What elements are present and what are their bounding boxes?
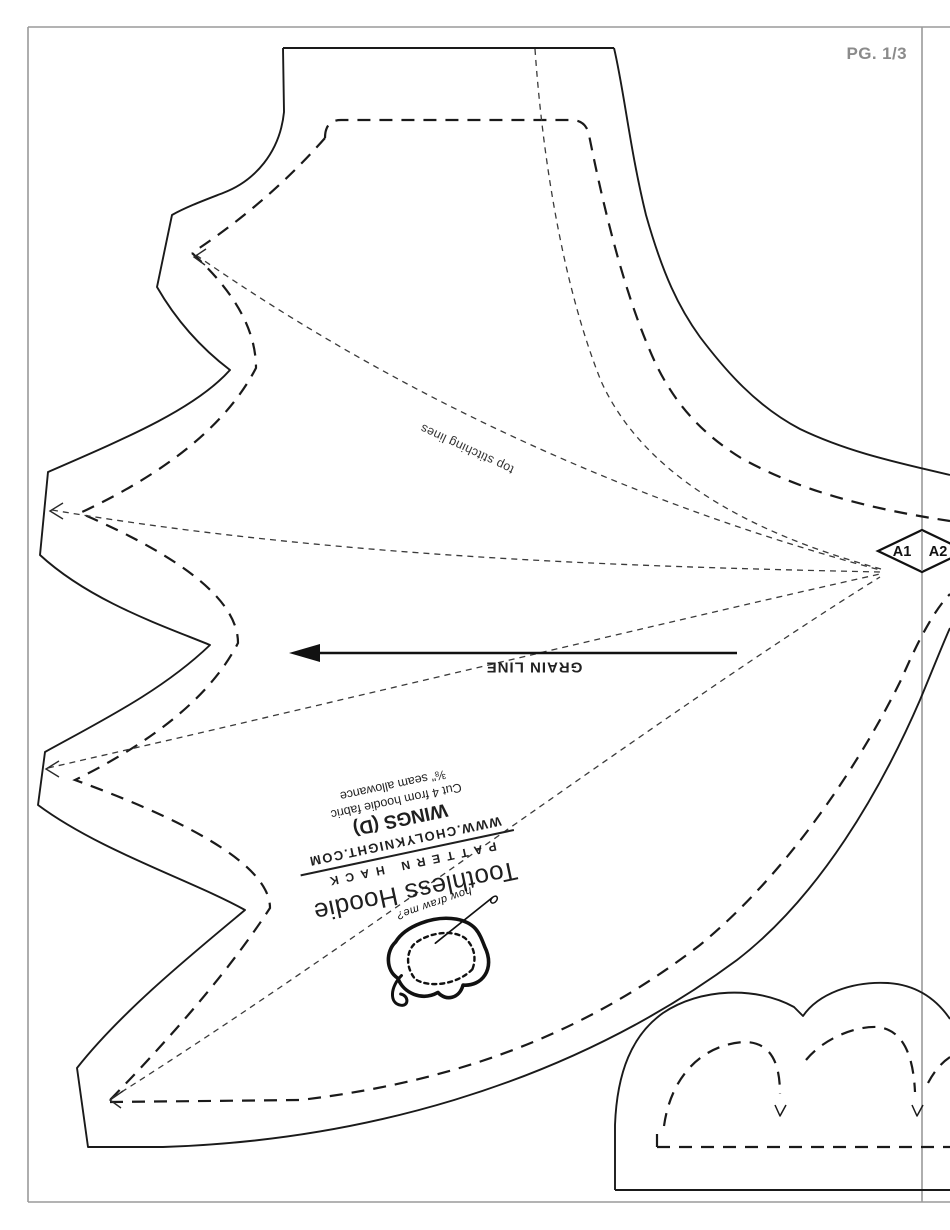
tip4-arrow — [108, 1090, 124, 1109]
doodle-ear-curl — [390, 974, 409, 1007]
doodle-needle-eye — [490, 895, 499, 904]
grain-line-label: GRAIN LINE — [485, 658, 583, 676]
seam-top-right — [323, 118, 950, 523]
scallop-seam-arc-2 — [805, 1025, 917, 1093]
fan-line-2 — [195, 254, 881, 571]
scallop-piece — [614, 981, 950, 1191]
doodle-head-outline — [386, 916, 491, 1000]
match-marker-a1: A1 — [892, 544, 912, 560]
wing-left-scalloped-edge — [37, 47, 950, 1148]
seam-lower-arc — [109, 593, 950, 1104]
scallop-piece-cut-top — [614, 981, 950, 1190]
doodle-stitch-plate — [406, 931, 476, 986]
toothless-doodle: how draw me? — [368, 884, 517, 1018]
grain-line-arrowhead — [289, 644, 320, 662]
tip1-arrow — [192, 248, 207, 266]
fan-tip-arrows — [44, 248, 207, 1109]
wing-right-edge — [613, 47, 950, 476]
doodle-needle — [434, 896, 494, 945]
scallop-piece-seams — [655, 1025, 950, 1149]
toothless-doodle-sketch — [386, 895, 499, 1007]
fan-line-1 — [534, 48, 882, 570]
scallop-notch-marks — [774, 1104, 924, 1117]
tip2-arrow — [48, 502, 64, 520]
tip3-arrow — [44, 760, 60, 778]
match-diamond — [875, 528, 950, 574]
diamond-outline — [875, 528, 950, 574]
fan-line-4 — [47, 573, 881, 769]
grain-line-arrow — [289, 644, 737, 662]
wing-seam-lines — [72, 118, 950, 1104]
page-number-label: PG. 1/3 — [846, 44, 907, 63]
match-marker-a2: A2 — [928, 544, 948, 560]
scallop-seam-arc-1 — [662, 1040, 782, 1127]
seam-top-left — [191, 137, 326, 254]
page-border — [27, 26, 950, 1203]
notch-v-2 — [911, 1104, 924, 1117]
seam-scallops — [72, 252, 272, 1101]
wing-cut-outline — [37, 47, 950, 1148]
fan-line-3 — [51, 509, 881, 573]
notch-v-1 — [774, 1104, 787, 1117]
scallop-seam-arc-3 — [927, 1056, 950, 1084]
